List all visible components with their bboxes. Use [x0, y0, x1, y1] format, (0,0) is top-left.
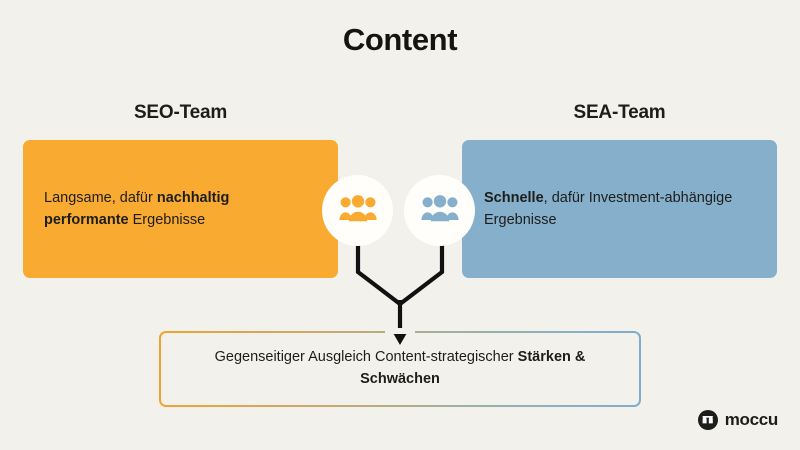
seo-team-panel-text: Langsame, dafür nachhaltig performante E…	[44, 189, 230, 228]
sea-team-panel-text: Schnelle, dafür Investment-abhängige Erg…	[484, 189, 733, 228]
moccu-logo-icon	[697, 410, 718, 430]
people-group-icon	[338, 194, 377, 227]
brand-name: moccu	[724, 410, 779, 429]
sea-team-panel: Schnelle, dafür Investment-abhängige Erg…	[462, 140, 777, 278]
sea-team-icon-badge	[404, 175, 475, 246]
seo-team-icon-badge	[322, 175, 393, 246]
arrow-entry-gap	[385, 328, 415, 334]
outcome-box: Gegenseitiger Ausgleich Content-strategi…	[159, 331, 641, 407]
seo-team-heading: SEO-Team	[133, 102, 228, 123]
people-group-icon	[420, 194, 459, 227]
brand-logo: moccu	[697, 410, 779, 430]
seo-team-panel: Langsame, dafür nachhaltig performante E…	[23, 140, 338, 278]
page-title: Content	[342, 22, 458, 57]
outcome-text: Gegenseitiger Ausgleich Content-strategi…	[214, 349, 586, 387]
outcome-box-inner: Gegenseitiger Ausgleich Content-strategi…	[161, 333, 639, 405]
sea-team-heading: SEA-Team	[573, 102, 666, 123]
